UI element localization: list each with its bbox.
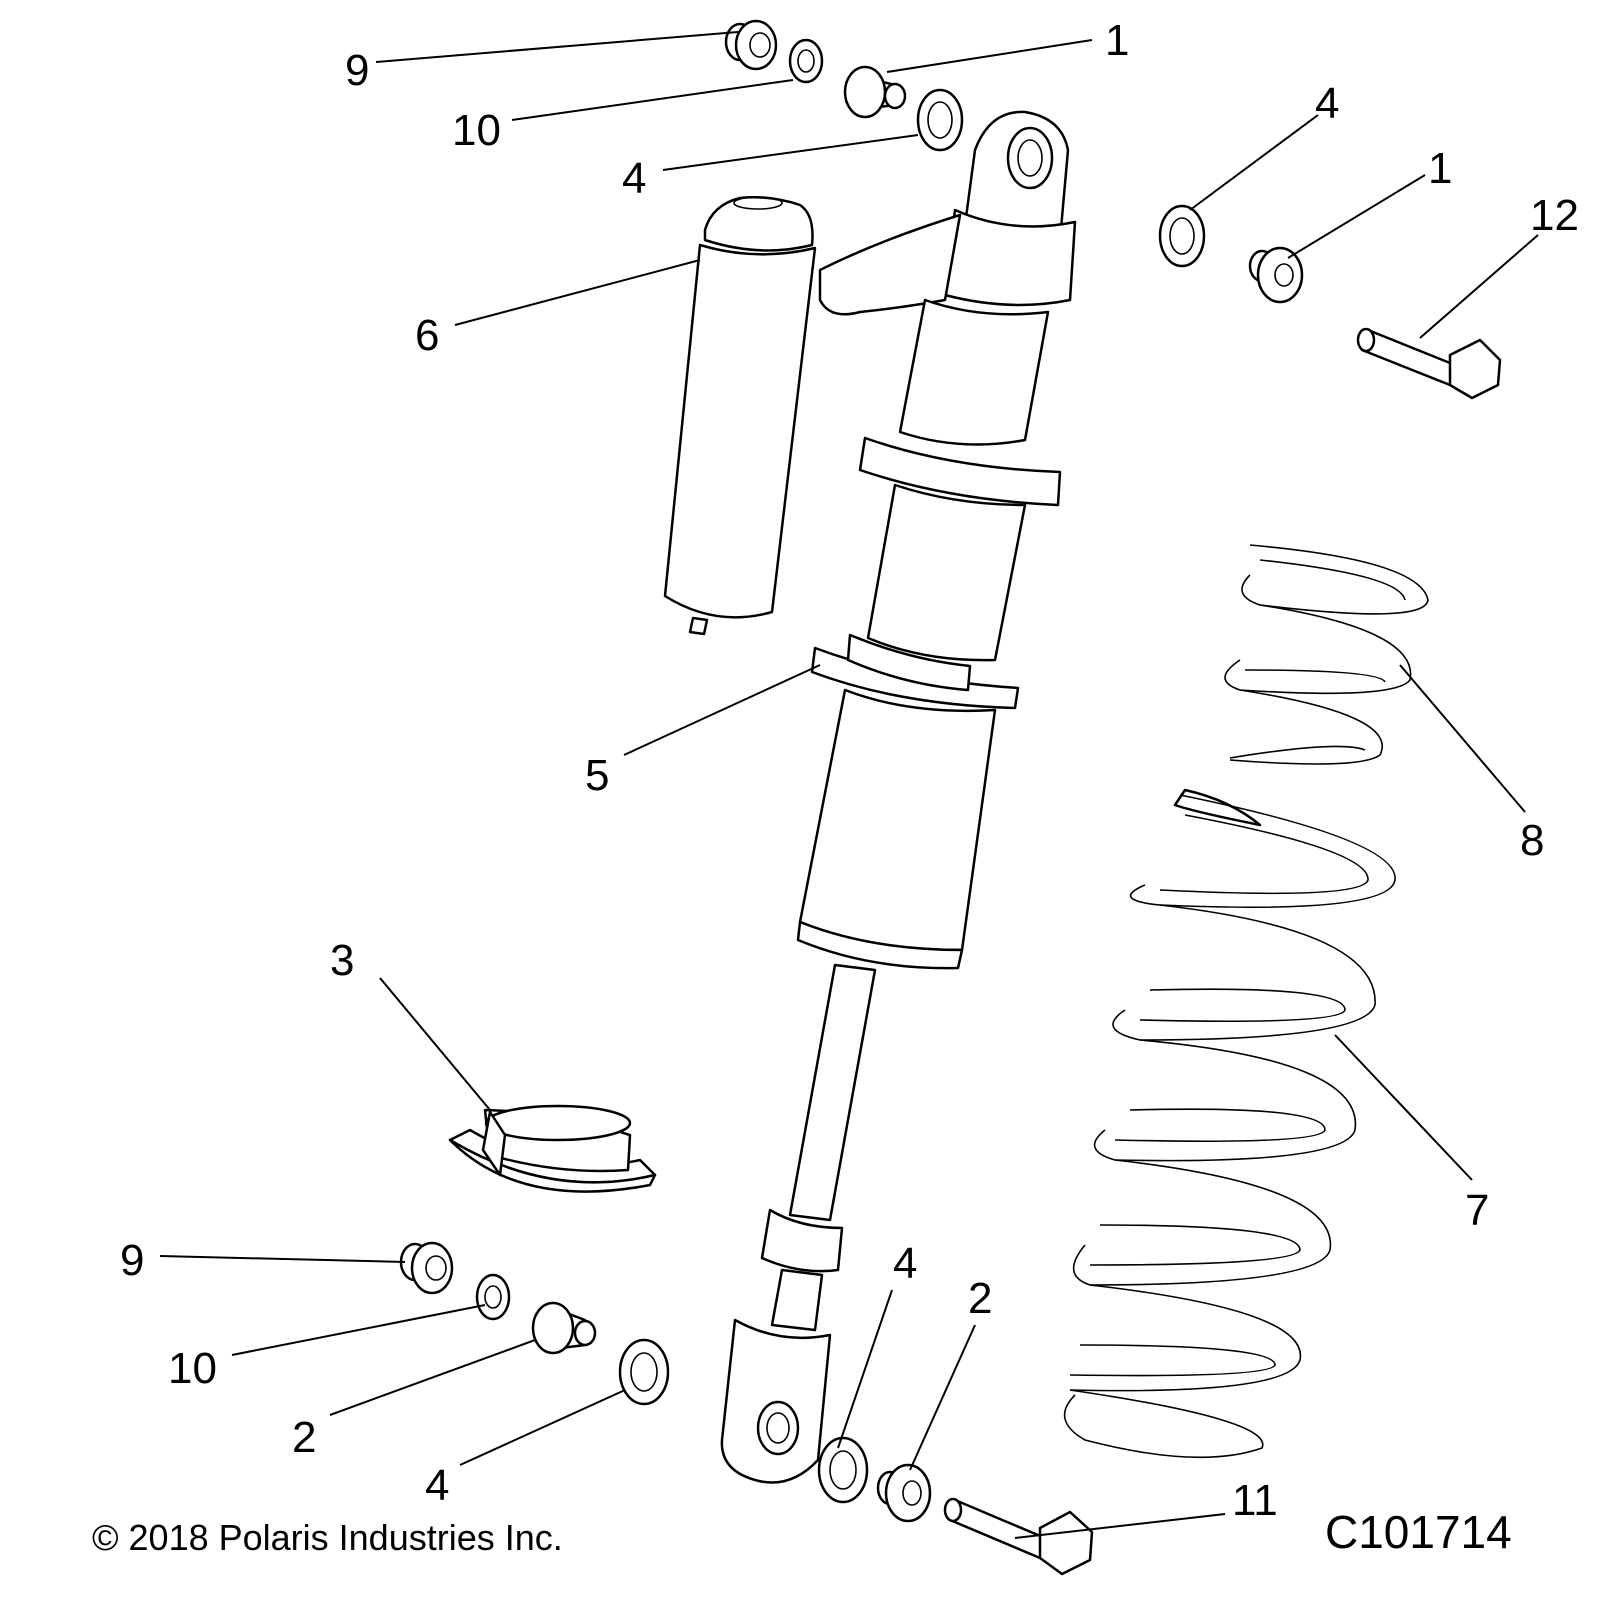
callout-11: 11 [1232, 1476, 1278, 1525]
small-spring [1224, 544, 1429, 765]
callout-3: 3 [330, 936, 354, 985]
callout-9-left: 9 [120, 1236, 144, 1285]
spacer-2-left [531, 1301, 597, 1355]
washer-4-right [1158, 204, 1206, 268]
washer-4-bottom [817, 1436, 869, 1504]
callout-10-top: 10 [452, 106, 501, 155]
callout-4-left: 4 [425, 1461, 449, 1510]
washer-10-left [475, 1273, 511, 1321]
callout-4-right: 4 [1315, 79, 1339, 128]
washer-10-top [788, 38, 824, 84]
bushing-1-right [1248, 246, 1304, 304]
callout-2-bottom: 2 [968, 1274, 992, 1323]
large-spring [1063, 788, 1396, 1459]
spring-retainer [448, 1104, 657, 1193]
bushing-1-top [843, 65, 907, 119]
hardware [399, 19, 1502, 1576]
washer-4-top [916, 88, 964, 152]
figure-code: C101714 [1325, 1506, 1512, 1558]
callout-1-right: 1 [1428, 144, 1452, 193]
spacer-2-bottom [876, 1463, 932, 1523]
callout-10-left: 10 [168, 1344, 217, 1393]
callout-4-top: 4 [622, 154, 646, 203]
callout-numbers: 9 10 1 4 4 1 12 6 5 8 7 3 9 10 2 4 4 2 1… [120, 16, 1579, 1525]
copyright-notice: © 2018 Polaris Industries Inc. [92, 1517, 563, 1558]
callout-2-left: 2 [292, 1413, 316, 1462]
callout-5: 5 [585, 751, 609, 800]
callout-6: 6 [415, 311, 439, 360]
leader-lines [159, 31, 1539, 1539]
callout-8: 8 [1520, 816, 1544, 865]
bolt-11 [943, 1497, 1094, 1576]
callout-1-top: 1 [1105, 16, 1129, 65]
bolt-12 [1356, 327, 1502, 400]
washer-4-left [618, 1338, 670, 1406]
callout-4-bottom: 4 [893, 1239, 917, 1288]
bushing-9-left [399, 1241, 454, 1295]
callout-12: 12 [1530, 191, 1579, 240]
callout-7: 7 [1465, 1186, 1489, 1235]
bushing-9-top [724, 19, 778, 71]
callout-9-top: 9 [345, 46, 369, 95]
shock-absorber [663, 110, 1077, 1484]
